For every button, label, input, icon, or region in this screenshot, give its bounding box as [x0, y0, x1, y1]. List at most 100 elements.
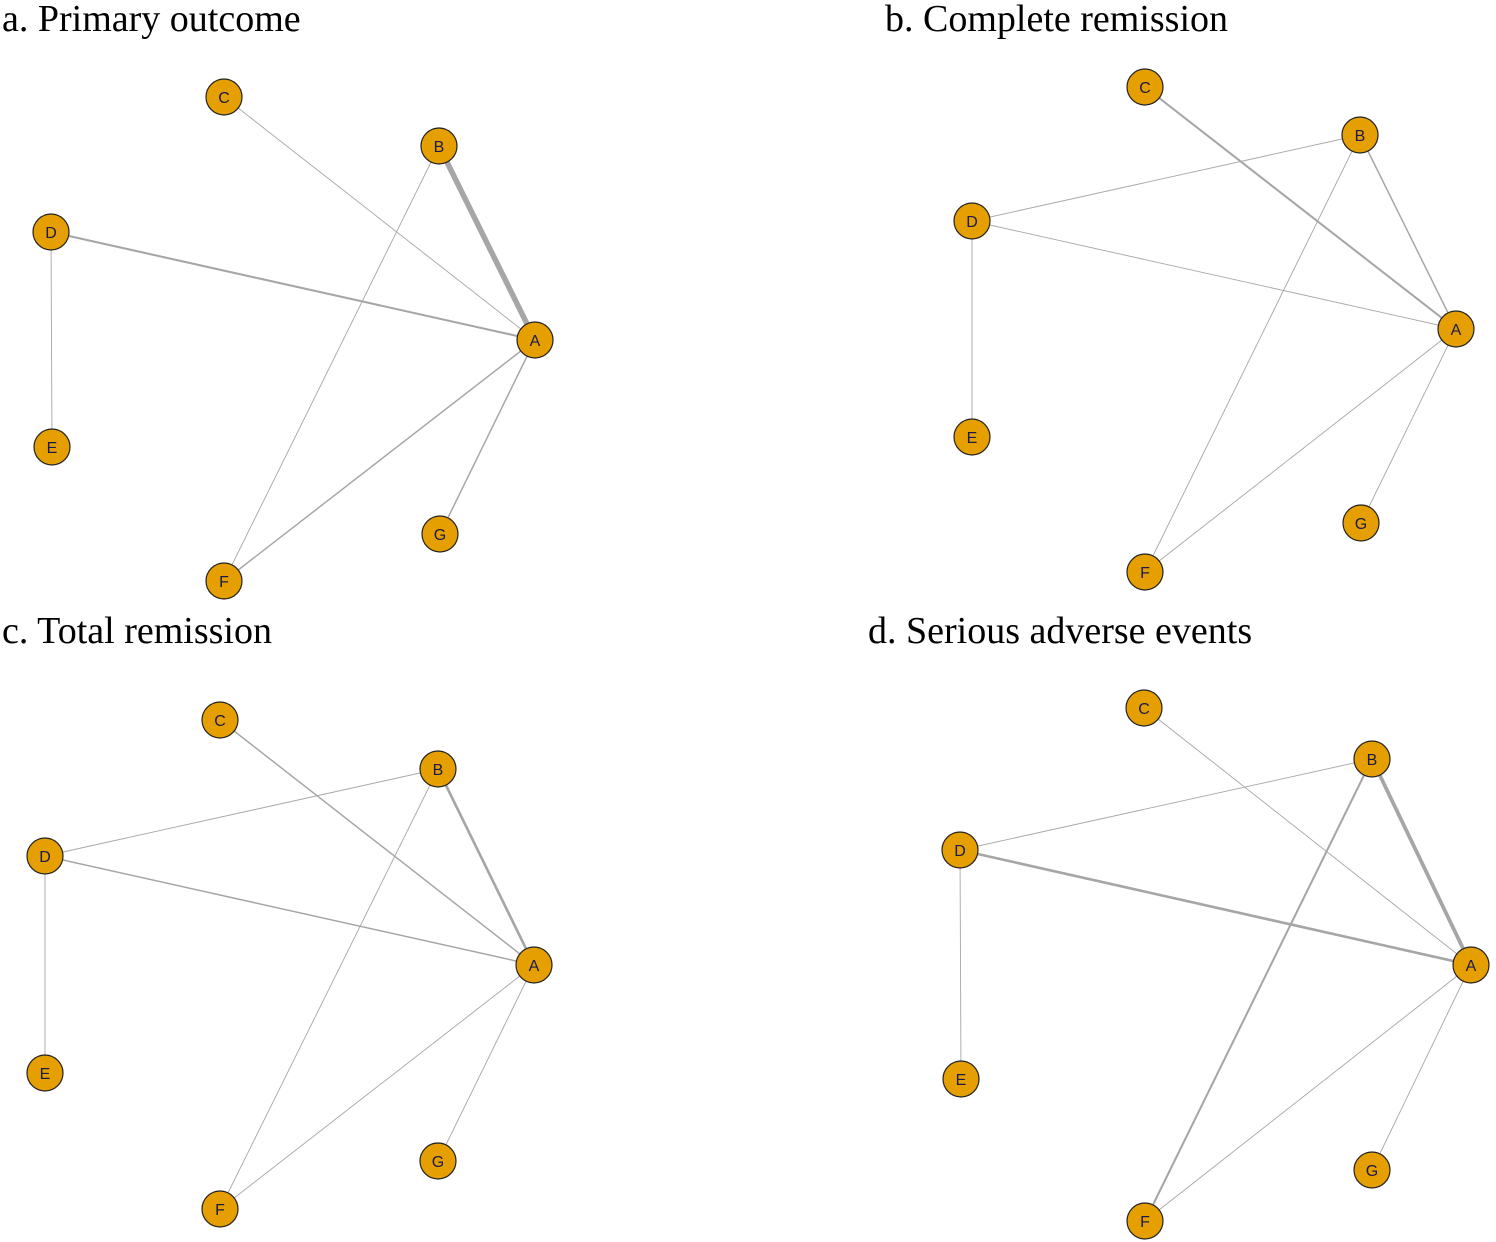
- node-circle: [26, 1054, 64, 1092]
- node-circle: [1353, 1151, 1391, 1189]
- edge-B-A: [1370, 758, 1473, 966]
- edge-B-A: [436, 768, 536, 966]
- panel-b-network: A B C D E F G: [953, 68, 1475, 591]
- node-circle: [419, 1142, 457, 1180]
- edge-F-A: [1144, 328, 1457, 573]
- node-C: C: [1126, 68, 1164, 106]
- node-circle: [1126, 68, 1164, 106]
- node-C: C: [201, 701, 239, 739]
- node-A: A: [515, 946, 553, 984]
- node-label: D: [39, 849, 51, 866]
- node-label: A: [1451, 322, 1462, 339]
- edge-D-A: [971, 220, 1457, 330]
- node-label: F: [1140, 1214, 1150, 1231]
- edge-B-F: [219, 768, 439, 1210]
- node-F: F: [1126, 1202, 1164, 1240]
- node-D: D: [26, 837, 64, 875]
- node-label: G: [432, 1154, 444, 1171]
- edge-B-F: [1144, 134, 1361, 573]
- node-B: B: [420, 127, 458, 165]
- panel-d-title: d. Serious adverse events: [868, 610, 1253, 652]
- edge-C-A: [1144, 86, 1457, 330]
- node-circle: [953, 418, 991, 456]
- edge-F-A: [223, 339, 536, 582]
- node-label: B: [1355, 128, 1366, 145]
- node-F: F: [205, 562, 243, 600]
- edge-D-A: [44, 855, 535, 966]
- node-label: A: [1466, 958, 1477, 975]
- node-label: B: [433, 762, 444, 779]
- node-circle: [26, 837, 64, 875]
- node-F: F: [201, 1190, 239, 1228]
- edge-D-E: [959, 849, 962, 1080]
- panel-c-title: c. Total remission: [2, 610, 272, 652]
- node-circle: [1342, 504, 1380, 542]
- node-circle: [1452, 946, 1490, 984]
- node-label: A: [529, 958, 540, 975]
- node-circle: [419, 750, 457, 788]
- node-E: E: [942, 1060, 980, 1098]
- panel-d-network: A B C D E F G: [941, 689, 1490, 1240]
- edge-C-A: [219, 719, 535, 966]
- node-F: F: [1126, 553, 1164, 591]
- node-G: G: [419, 1142, 457, 1180]
- edge-D-B: [44, 768, 439, 857]
- node-B: B: [419, 750, 457, 788]
- node-circle: [515, 946, 553, 984]
- edge-D-E: [50, 231, 53, 448]
- node-D: D: [941, 831, 979, 869]
- node-E: E: [33, 428, 71, 466]
- edge-C-A: [1143, 707, 1472, 966]
- edge-D-B: [971, 134, 1361, 222]
- node-label: E: [967, 430, 978, 447]
- node-circle: [201, 701, 239, 739]
- node-circle: [205, 562, 243, 600]
- node-circle: [1126, 1202, 1164, 1240]
- node-circle: [1125, 689, 1163, 727]
- node-label: E: [956, 1072, 967, 1089]
- node-label: C: [1139, 80, 1151, 97]
- panel-a-title: a. Primary outcome: [2, 0, 301, 40]
- node-label: C: [218, 90, 230, 107]
- node-label: B: [1367, 752, 1378, 769]
- node-label: D: [45, 225, 57, 242]
- edge-F-A: [1144, 964, 1472, 1222]
- node-circle: [516, 321, 554, 359]
- node-C: C: [205, 78, 243, 116]
- node-circle: [33, 428, 71, 466]
- node-A: A: [1437, 310, 1475, 348]
- node-label: F: [219, 574, 229, 591]
- node-circle: [201, 1190, 239, 1228]
- node-label: A: [530, 333, 541, 350]
- node-label: G: [1355, 516, 1367, 533]
- edge-G-A: [439, 339, 536, 535]
- node-E: E: [953, 418, 991, 456]
- node-circle: [421, 515, 459, 553]
- node-circle: [1341, 116, 1379, 154]
- node-circle: [1126, 553, 1164, 591]
- node-circle: [941, 831, 979, 869]
- edge-C-A: [223, 96, 536, 341]
- edge-D-B: [959, 758, 1373, 851]
- node-A: A: [516, 321, 554, 359]
- node-circle: [1353, 740, 1391, 778]
- node-label: E: [40, 1066, 51, 1083]
- node-D: D: [32, 213, 70, 251]
- node-E: E: [26, 1054, 64, 1092]
- node-label: B: [434, 139, 445, 156]
- edge-F-A: [219, 964, 535, 1210]
- edge-D-A: [50, 230, 536, 342]
- edge-B-F: [223, 145, 440, 582]
- node-label: C: [1138, 701, 1150, 718]
- node-label: C: [214, 713, 226, 730]
- panel-c-network: A B C D E F G: [26, 701, 553, 1228]
- node-G: G: [1353, 1151, 1391, 1189]
- node-label: F: [215, 1202, 225, 1219]
- node-D: D: [953, 202, 991, 240]
- node-G: G: [1342, 504, 1380, 542]
- node-label: E: [47, 440, 58, 457]
- node-label: F: [1140, 565, 1150, 582]
- node-circle: [205, 78, 243, 116]
